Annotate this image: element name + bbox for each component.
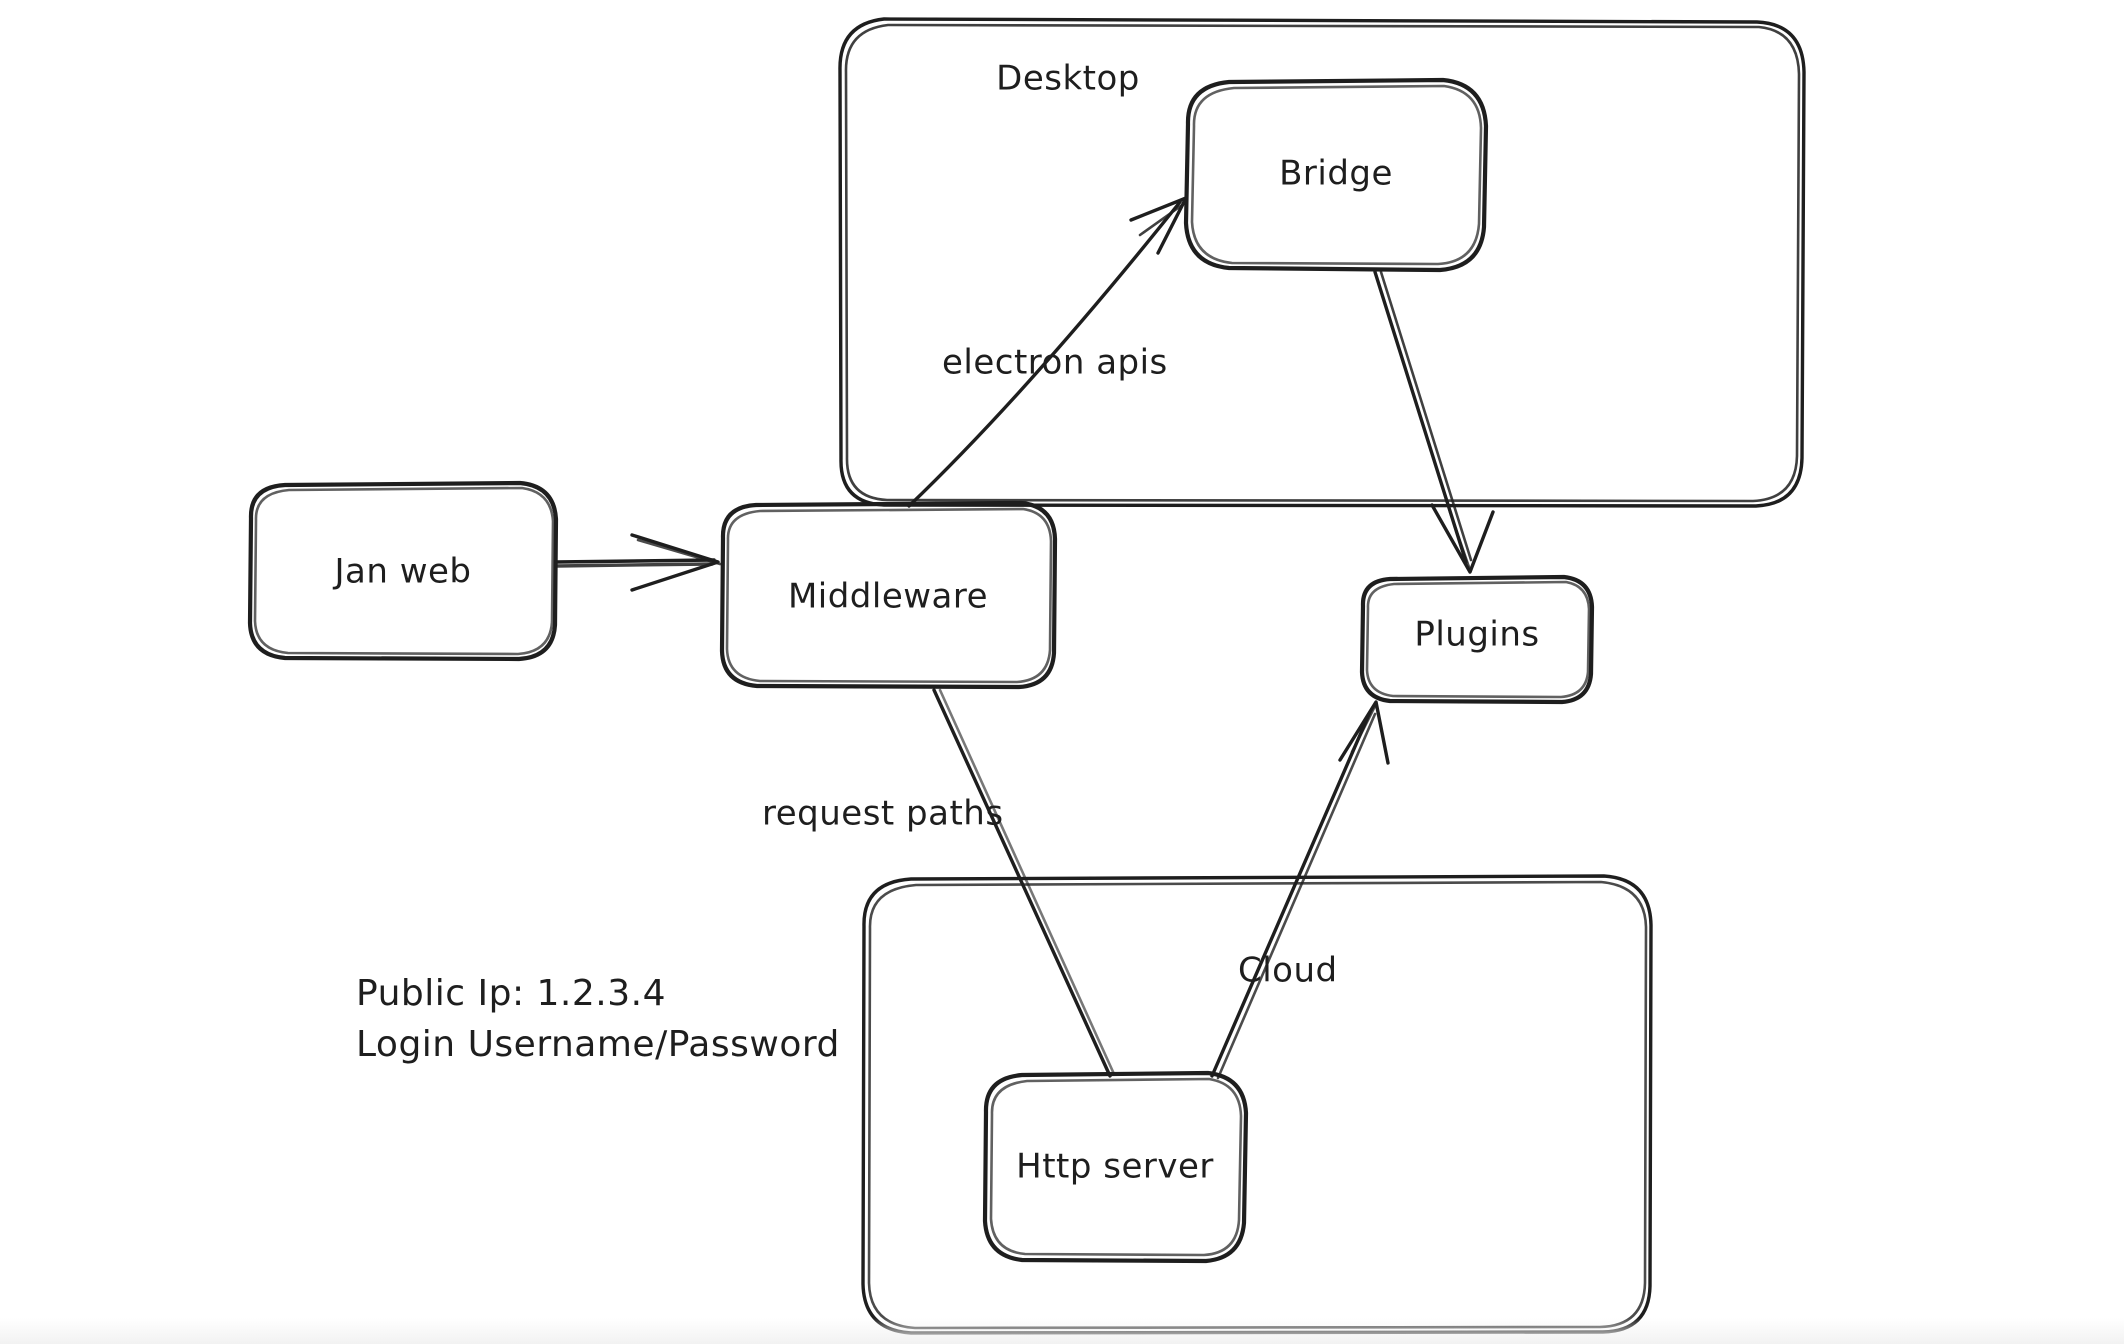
edge-line-pass2: [1379, 270, 1473, 562]
node-outline-pass2: [1190, 84, 1483, 266]
node-outline: [1359, 574, 1595, 705]
node-jan-web[interactable]: Jan web: [247, 480, 559, 662]
edge-line-pass2: [1216, 712, 1377, 1080]
node-plugins[interactable]: Plugins: [1359, 574, 1595, 705]
edge-httpserver-to-plugins[interactable]: Cloud: [1210, 700, 1390, 1080]
node-outline-pass2: [989, 1077, 1243, 1257]
node-outline: [719, 500, 1058, 690]
group-cloud-container[interactable]: [861, 874, 1653, 1335]
edge-line-pass2: [938, 688, 1116, 1076]
group-label-desktop: Desktop: [996, 59, 1140, 99]
node-label-jan-web: Jan web: [332, 552, 471, 592]
edge-janweb-to-middleware[interactable]: [554, 533, 722, 592]
edge-line: [1210, 710, 1372, 1078]
arrowhead-pass2: [1350, 704, 1377, 754]
edge-middleware-to-bridge[interactable]: electron apis: [907, 196, 1188, 508]
note-line-login: Login Username/Password: [356, 1024, 840, 1065]
node-middleware[interactable]: Middleware: [719, 500, 1058, 690]
node-label-plugins: Plugins: [1414, 615, 1539, 655]
node-label-bridge: Bridge: [1279, 154, 1393, 194]
node-outline: [982, 1070, 1249, 1264]
node-outline-pass2: [1365, 580, 1591, 699]
edge-line: [554, 558, 716, 564]
desktop-container-outline-pass2: [844, 23, 1801, 503]
node-bridge[interactable]: Bridge: [1183, 77, 1489, 273]
node-label-middleware: Middleware: [788, 577, 988, 617]
edge-label-request-paths: request paths: [762, 794, 1004, 834]
node-outline: [247, 480, 559, 662]
node-label-http-server: Http server: [1016, 1147, 1214, 1187]
arrowhead: [1338, 700, 1390, 765]
node-outline-pass2: [253, 486, 555, 656]
edge-label-electron-apis: electron apis: [942, 343, 1168, 383]
edge-line: [932, 688, 1112, 1078]
desktop-container-outline: [838, 17, 1806, 508]
arrowhead-pass2: [1138, 201, 1187, 237]
edge-middleware-to-httpserver[interactable]: request paths: [762, 688, 1116, 1078]
cloud-container-outline: [861, 874, 1653, 1335]
note-public-ip: Public Ip: 1.2.3.4 Login Username/Passwo…: [356, 973, 840, 1065]
arrowhead: [630, 533, 720, 592]
note-line-public-ip: Public Ip: 1.2.3.4: [356, 973, 666, 1014]
arrowhead-pass2: [636, 538, 722, 566]
arrowhead-pass2: [1448, 510, 1472, 572]
edge-line-pass2: [554, 562, 714, 568]
group-desktop[interactable]: Desktop: [838, 17, 1806, 508]
edge-line: [907, 200, 1182, 508]
node-http-server[interactable]: Http server: [982, 1070, 1249, 1264]
node-outline: [1183, 77, 1489, 273]
node-outline-pass2: [725, 507, 1053, 684]
arrowhead: [1430, 503, 1495, 574]
edge-bridge-to-plugins[interactable]: [1373, 270, 1495, 574]
edge-label-cloud: Cloud: [1238, 951, 1338, 991]
